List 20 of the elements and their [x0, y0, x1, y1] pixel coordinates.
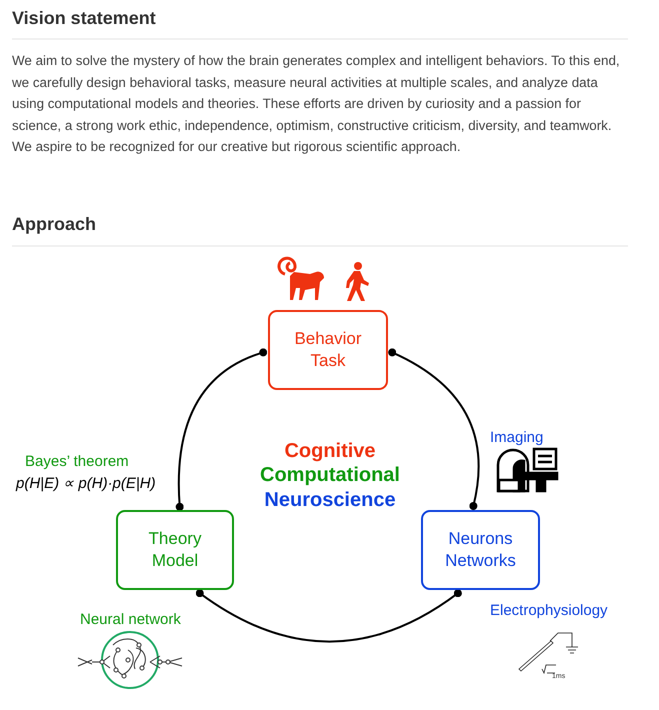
formula: p(H|E) ∝ p(H)·p(E|H)	[16, 474, 156, 492]
center-title: Neuroscience	[263, 489, 397, 512]
connector-curve	[388, 348, 480, 510]
paragraph: We aim to solve the mystery of how the brain generates complex and intelligent behaviors. To this end, we carefully design behavioral tasks, measure neural activities at multiple scales, and analyze data using computational models and theories. These efforts are driven by curiosity and a passion for science, a strong work ethic, independence, optimism, constructive criticism, diversity, and teamwork. We aspire to be recognized for our creative but rigorous scientific approach.	[12, 52, 621, 156]
connector-curve	[176, 348, 268, 511]
section-heading: Approach	[12, 214, 96, 235]
node-label: Theory Model	[148, 528, 202, 572]
node-label: Neurons Networks	[444, 528, 517, 572]
method-label: Neural network	[80, 611, 181, 628]
center-title: Computational	[259, 464, 401, 487]
center-title: Cognitive	[283, 440, 377, 463]
process-box	[421, 510, 540, 590]
process-box	[116, 510, 234, 590]
node-label: Behavior Task	[293, 328, 363, 372]
method-label: Bayes’ theorem	[25, 453, 129, 470]
method-label: Imaging	[490, 429, 544, 446]
method-label: Electrophysiology	[490, 602, 608, 619]
connector-curve	[196, 589, 462, 643]
section-heading: Vision statement	[12, 8, 156, 29]
process-box	[268, 310, 388, 390]
